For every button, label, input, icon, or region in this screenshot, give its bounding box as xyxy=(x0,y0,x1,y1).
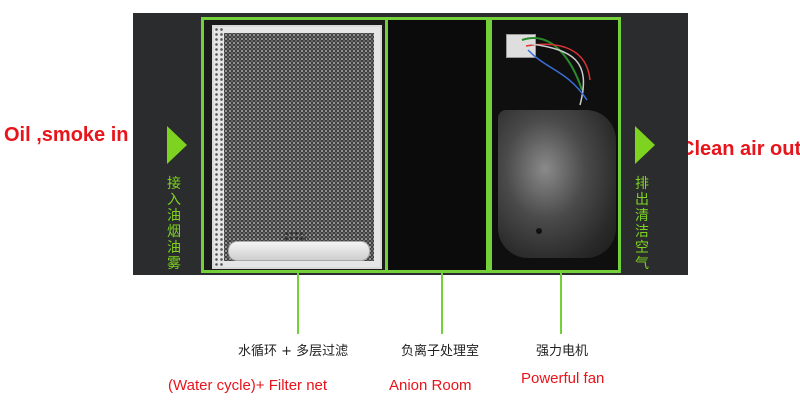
pipe-holes xyxy=(284,231,306,241)
filter-mesh xyxy=(224,33,374,261)
fan-housing xyxy=(498,110,616,258)
inlet-arrow-icon xyxy=(167,126,187,164)
wires-icon xyxy=(521,37,591,106)
leader-line-fan xyxy=(560,272,562,334)
device-cutaway-panel xyxy=(133,13,688,275)
leader-line-filter xyxy=(297,272,299,334)
filter-chamber xyxy=(201,17,393,273)
filter-label-cn: 水循环 + 多层过滤 xyxy=(238,344,349,359)
outlet-vertical-label: 排出清洁空气 xyxy=(635,176,649,272)
outlet-arrow-icon xyxy=(635,126,655,164)
filter-label-en: (Water cycle)+ Filter net xyxy=(168,377,328,394)
filter-frame xyxy=(212,25,382,269)
anion-label-cn: 负离子处理室 xyxy=(401,344,480,359)
fan-label-en: Powerful fan xyxy=(521,370,605,387)
anion-label-en: Anion Room xyxy=(389,377,472,394)
leader-line-anion xyxy=(441,272,443,334)
fan-label-cn: 强力电机 xyxy=(536,344,589,359)
inlet-vertical-label: 接入油烟油雾 xyxy=(167,176,181,272)
perforated-plate xyxy=(214,27,224,267)
input-label: Oil ,smoke in xyxy=(4,124,129,146)
water-pipe xyxy=(228,241,370,261)
fan-chamber xyxy=(489,17,621,273)
anion-chamber xyxy=(385,17,489,273)
output-label: Clean air out xyxy=(680,138,800,160)
fan-hub xyxy=(536,228,542,234)
